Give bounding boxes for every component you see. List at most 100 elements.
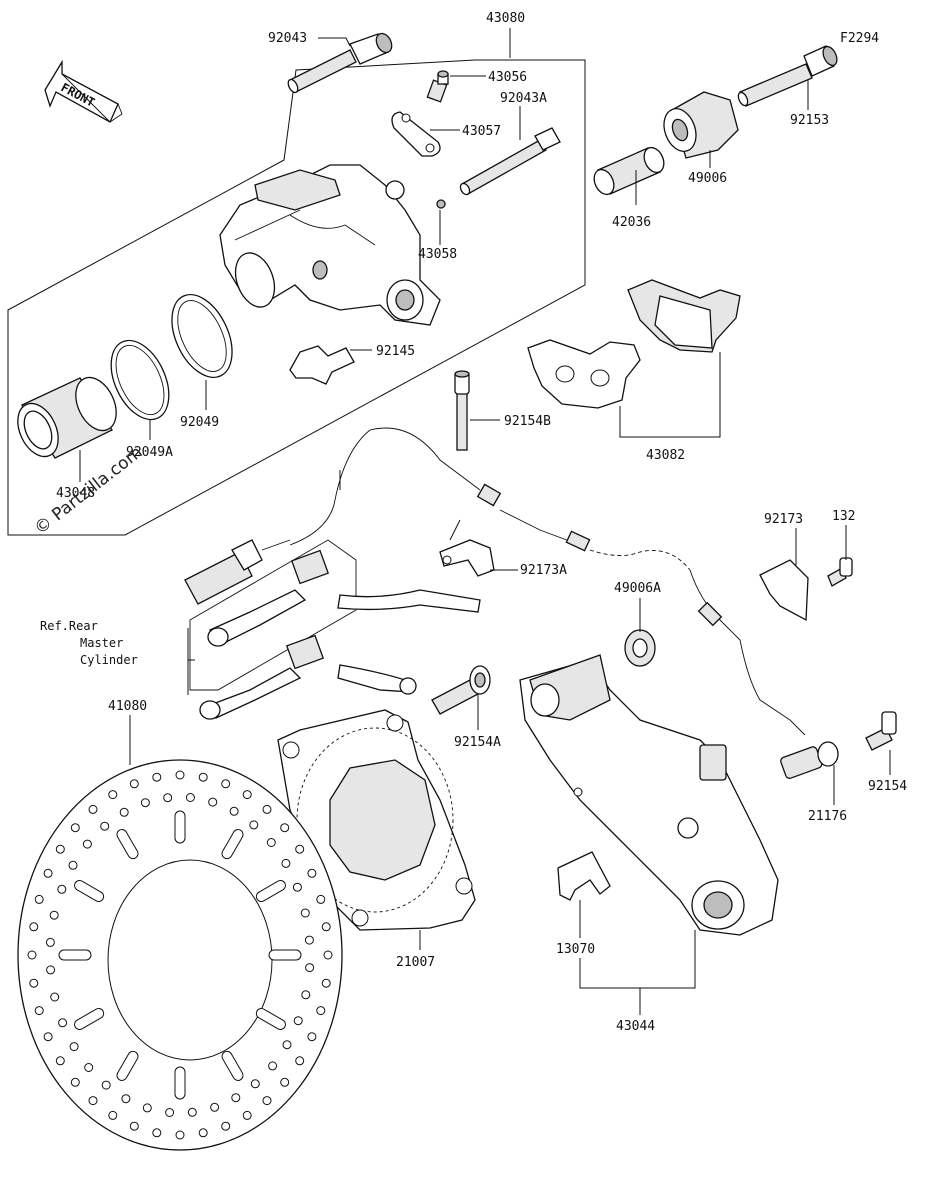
callout-43044: 43044 — [616, 1019, 655, 1034]
disc-hole — [29, 978, 39, 988]
disc-hole — [129, 779, 139, 789]
callout-41080: 41080 — [108, 699, 147, 714]
clip-13070 — [557, 851, 611, 901]
disc-hole — [307, 1032, 317, 1042]
disc-slot — [116, 829, 139, 860]
disc-hole — [108, 1110, 118, 1120]
disc-hole — [101, 1080, 111, 1090]
disc-hole — [50, 992, 60, 1002]
disc-hole — [100, 821, 110, 831]
disc-hole — [292, 882, 302, 892]
disc-hole — [281, 858, 291, 868]
callout-13070: 13070 — [556, 942, 595, 957]
caliper-bracket-43044 — [519, 654, 779, 936]
brake-disc-41080 — [17, 759, 343, 1151]
watermark: © Partzilla.com — [31, 442, 147, 539]
disc-hole — [221, 779, 231, 789]
disc-hole — [43, 1032, 53, 1042]
disc-hole — [293, 1016, 303, 1026]
disc-hole — [262, 1096, 272, 1106]
disc-slot — [268, 949, 302, 961]
callout-92173: 92173 — [764, 512, 803, 527]
plate-43057 — [391, 111, 441, 157]
disc-hole — [175, 770, 185, 780]
disc-slot — [221, 1050, 244, 1081]
disc-hole — [242, 1110, 252, 1120]
disc-slot — [58, 949, 92, 961]
callout-21007: 21007 — [396, 955, 435, 970]
disc-hole — [69, 1042, 79, 1052]
callout-92049A: 92049A — [126, 445, 173, 460]
callout-43057: 43057 — [462, 124, 501, 139]
callout-43080: 43080 — [486, 11, 525, 26]
disc-hole — [262, 804, 272, 814]
bleeder-valve-43056 — [426, 70, 449, 103]
disc-hole — [307, 868, 317, 878]
disc-hole — [55, 844, 65, 854]
callout-43056: 43056 — [488, 70, 527, 85]
disc-hole — [242, 790, 252, 800]
disc-slot — [74, 1008, 105, 1030]
disc-hole — [163, 793, 173, 803]
disc-hole — [305, 963, 315, 973]
boot-49006 — [663, 91, 739, 159]
disc-hole — [49, 910, 59, 920]
cap-43058 — [436, 199, 446, 209]
ref-note-line-2: Master — [80, 636, 123, 650]
disc-hole — [58, 1018, 68, 1028]
disc-hole — [300, 908, 310, 918]
disc-hole — [316, 894, 326, 904]
callout-43048: 43048 — [56, 486, 95, 501]
disc-hole — [301, 990, 311, 1000]
disc-hole — [29, 922, 39, 932]
seal-92049A — [110, 339, 170, 421]
disc-hole — [140, 798, 150, 808]
caliper-assembly-outline — [7, 59, 586, 536]
callout-42036: 42036 — [612, 215, 651, 230]
brake-pads-43082 — [527, 279, 741, 409]
disc-hole — [57, 884, 67, 894]
disc-hole — [27, 950, 37, 960]
callout-43058: 43058 — [418, 247, 457, 262]
disc-hole — [129, 1121, 139, 1131]
sensor-connector — [184, 539, 291, 605]
callout-92154A: 92154A — [454, 735, 501, 750]
clamp-92173A — [439, 539, 495, 577]
bolt-92043 — [287, 32, 393, 94]
bolt-92154A — [431, 665, 491, 715]
piston-43048 — [17, 376, 117, 459]
disc-hole — [280, 1077, 290, 1087]
brake-hose-junction — [189, 539, 481, 720]
disc-hole — [229, 806, 239, 816]
callout-92049: 92049 — [180, 415, 219, 430]
pin-92043A — [459, 127, 561, 196]
disc-hole — [221, 1121, 231, 1131]
disc-hole — [108, 790, 118, 800]
disc-hole — [185, 793, 195, 802]
disc-hole — [46, 965, 56, 975]
callout-labels: 92043 43080 43056 92043A 43057 43058 921… — [40, 11, 907, 1034]
callout-92043A: 92043A — [500, 91, 547, 106]
abs-wire — [289, 427, 481, 546]
callout-132: 132 — [832, 509, 855, 524]
disc-slot — [255, 880, 286, 902]
clamp-92173 — [759, 559, 809, 622]
callout-92153: 92153 — [790, 113, 829, 128]
disc-slot — [255, 1008, 286, 1030]
disc-hole — [121, 1094, 131, 1104]
callout-49006A: 49006A — [614, 581, 661, 596]
disc-hole — [82, 839, 92, 849]
disc-hole — [68, 860, 78, 870]
disc-hole — [208, 797, 218, 807]
disc-hole — [45, 937, 55, 947]
disc-hole — [266, 838, 276, 847]
disc-hole — [295, 1056, 305, 1066]
disc-hole — [268, 1061, 278, 1071]
sleeve-42036 — [593, 146, 665, 196]
bolt-132 — [827, 557, 853, 587]
disc-hole — [295, 844, 305, 854]
disc-hole — [70, 1077, 80, 1087]
callout-92173A: 92173A — [520, 563, 567, 578]
